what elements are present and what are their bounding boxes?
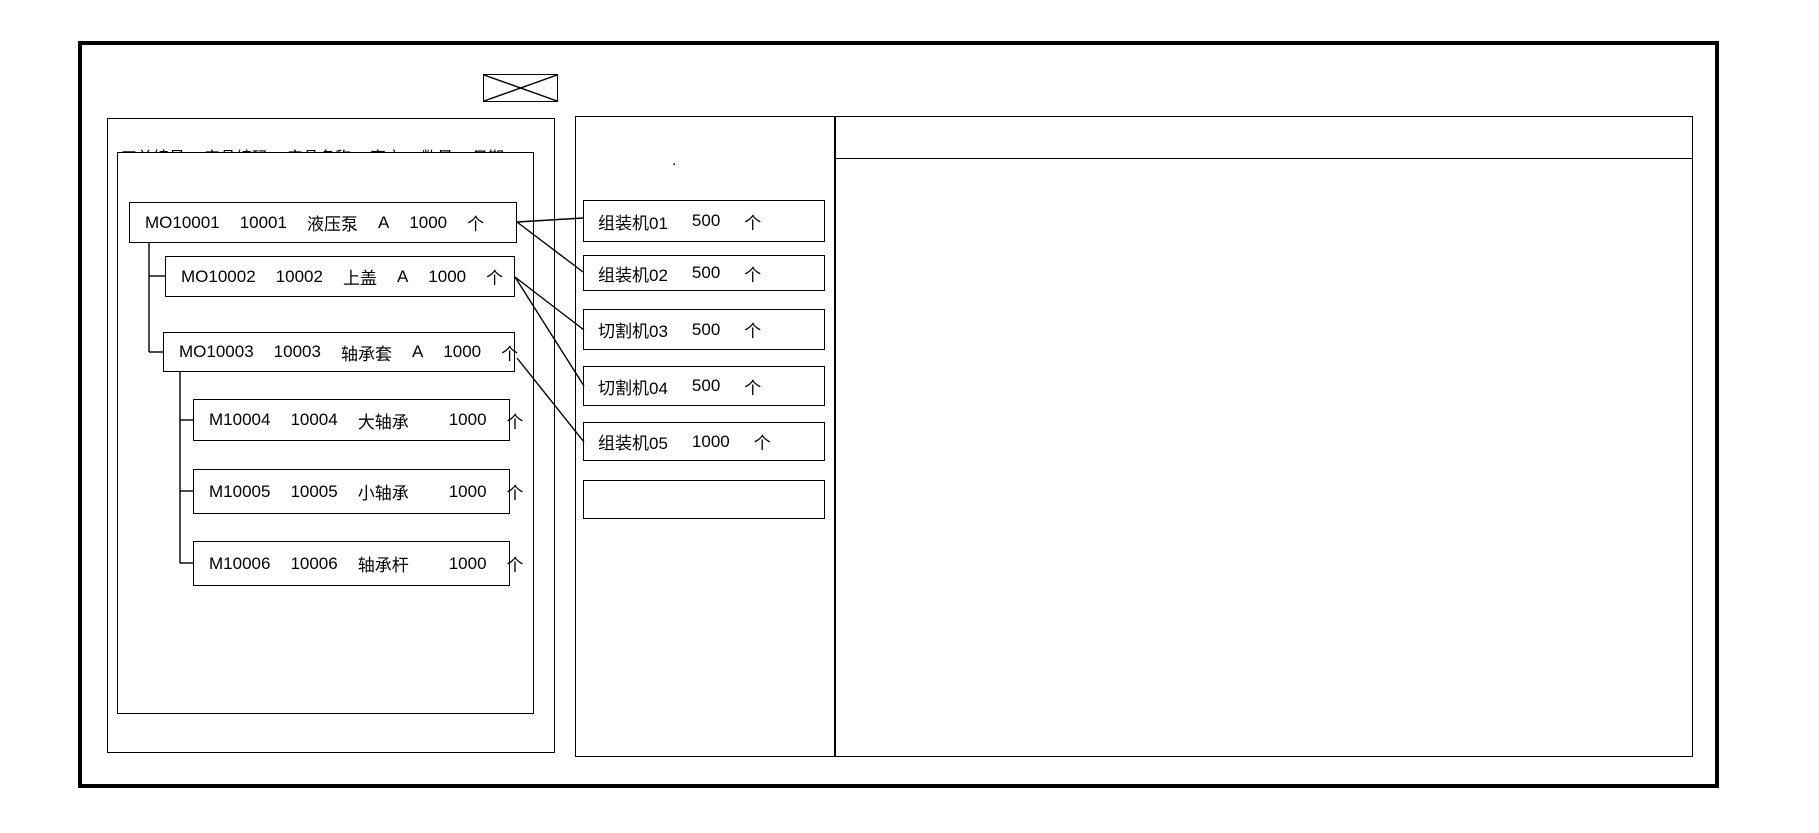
crossed-rectangle-icon	[484, 75, 557, 101]
product-code: 10001	[239, 212, 287, 232]
order-node-mo10002[interactable]: MO10002 10002 上盖 A 1000 个	[165, 256, 515, 297]
machine-qty: 1000	[691, 431, 730, 451]
order-node-m10004[interactable]: M10004 10004 大轴承 1000 个	[193, 399, 524, 441]
qty: 1000	[448, 410, 487, 429]
product-name: 液压泵	[306, 215, 358, 234]
machine-unit: 个	[744, 213, 762, 233]
order-no: MO10002	[181, 266, 256, 286]
machine-name: 组装机05	[598, 434, 668, 453]
product-name: 大轴承	[357, 412, 409, 432]
machine-unit: 个	[744, 322, 762, 341]
product-name: 上盖	[342, 269, 377, 288]
machine-qty: 500	[691, 319, 721, 339]
schedule-panel-header	[836, 117, 1692, 159]
x-box-icon[interactable]	[483, 74, 558, 102]
order-no: MO10001	[145, 212, 220, 232]
stray-dot: .	[672, 152, 677, 169]
machine-slot-empty[interactable]	[583, 480, 825, 519]
machine-node-05[interactable]: 组装机05 1000 个	[583, 422, 825, 461]
machine-node-04[interactable]: 切割机04 500 个	[583, 366, 825, 406]
product-code: 10006	[290, 553, 338, 573]
product-name: 轴承套	[340, 344, 392, 364]
qty: 1000	[409, 212, 448, 232]
order-no: M10005	[209, 481, 271, 501]
order-node-m10006[interactable]: M10006 10006 轴承杆 1000 个	[193, 541, 524, 586]
machine-unit: 个	[753, 434, 771, 453]
order-node-m10005[interactable]: M10005 10005 小轴承 1000 个	[193, 469, 524, 514]
product-name: 轴承杆	[357, 556, 409, 575]
order-no: MO10003	[179, 342, 254, 361]
schedule-panel	[835, 116, 1693, 757]
unit: 个	[506, 556, 524, 575]
qty: 1000	[448, 481, 487, 501]
machine-name: 切割机03	[598, 322, 668, 341]
machine-qty: 500	[691, 376, 721, 395]
order-node-mo10001[interactable]: MO10001 10001 液压泵 A 1000 个	[129, 202, 517, 243]
unit: 个	[506, 412, 524, 432]
unit: 个	[486, 269, 504, 288]
qty: 1000	[428, 266, 467, 286]
product-code: 10003	[273, 342, 321, 361]
customer: A	[377, 212, 390, 232]
unit: 个	[501, 344, 519, 364]
order-no: M10006	[209, 553, 271, 573]
unit: 个	[467, 215, 485, 234]
machine-name: 切割机04	[598, 378, 668, 398]
customer: A	[411, 342, 424, 361]
order-no: M10004	[209, 410, 271, 429]
machine-node-02[interactable]: 组装机02 500 个	[583, 255, 825, 291]
machine-qty: 500	[691, 211, 721, 230]
qty: 1000	[443, 342, 482, 361]
unit: 个	[506, 484, 524, 503]
qty: 1000	[448, 553, 487, 573]
product-code: 10004	[290, 410, 338, 429]
machine-node-03[interactable]: 切割机03 500 个	[583, 309, 825, 350]
machine-name: 组装机01	[598, 213, 668, 233]
machine-unit: 个	[744, 378, 762, 398]
machine-unit: 个	[744, 265, 762, 285]
machine-node-01[interactable]: 组装机01 500 个	[583, 200, 825, 242]
product-code: 10002	[275, 266, 323, 286]
machine-qty: 500	[691, 263, 721, 282]
order-node-mo10003[interactable]: MO10003 10003 轴承套 A 1000 个	[163, 332, 519, 372]
customer: A	[396, 266, 409, 286]
machine-name: 组装机02	[598, 265, 668, 285]
product-name: 小轴承	[357, 484, 409, 503]
product-code: 10005	[290, 481, 338, 501]
